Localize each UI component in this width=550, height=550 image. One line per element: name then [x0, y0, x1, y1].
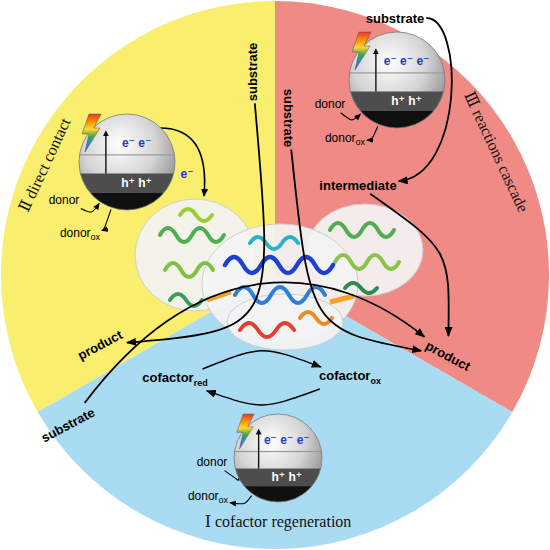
node-text: donor [188, 489, 219, 503]
sector-title: Ⅰ cofactor regeneration [205, 513, 352, 531]
enzyme-ribbons-part [330, 296, 354, 302]
substrate-label: substrate [366, 11, 425, 26]
sphere-shape-part [82, 114, 101, 152]
sphere-shape-part [258, 432, 259, 469]
sphere-shape-part [349, 72, 445, 129]
electron-label: e⁻ [180, 167, 193, 181]
hole-row: h⁺ h⁺ [271, 470, 302, 484]
subscript-text: ox [91, 233, 101, 243]
sphere-shape-part-part [79, 154, 175, 155]
electron-row: e⁻ e⁻ e⁻ [264, 433, 310, 447]
sphere-shape-part [234, 451, 322, 503]
enzyme-ribbons-part [180, 209, 212, 221]
sphere-shape-part [79, 114, 175, 210]
sphere-shape-part [237, 414, 254, 449]
node-text: donor [325, 131, 356, 145]
node-text: cofactor [142, 370, 193, 385]
cofactor-label: cofactorox [319, 368, 381, 389]
sphere-shape-part [375, 51, 376, 91]
node-text: donor [197, 455, 228, 469]
subscript-text: ox [219, 496, 229, 506]
subscript-text: red [194, 377, 208, 387]
photocatalyst-sphere: e⁻ e⁻ e⁻ h⁺ h⁺ [234, 414, 322, 502]
node-text: intermediate [319, 178, 396, 193]
intermediate-label: intermediate [319, 178, 396, 193]
subscript-text: ox [356, 138, 366, 148]
sphere-shape-part-part [79, 174, 175, 193]
cofactor-label: cofactorred [142, 370, 207, 391]
sphere-shape-part-part [79, 193, 175, 211]
node-text: substrate [281, 89, 296, 148]
node-text: substrate [366, 11, 425, 26]
enzyme-ribbons-part [240, 323, 294, 337]
sphere-shape-part-part [349, 92, 445, 111]
donor-label: donor [49, 193, 80, 208]
sphere-shape-part-part [234, 486, 322, 503]
electron-row: e⁻ e⁻ e⁻ [384, 54, 430, 68]
node-text: donor [49, 193, 80, 207]
sphere-shape-part [79, 114, 175, 210]
enzyme-ribbons-part [330, 223, 394, 237]
enzyme-surface-part [227, 294, 343, 350]
enzyme-ribbons-part [250, 237, 298, 249]
substrate-label: substrate [281, 89, 296, 148]
substrate-label: substrate [245, 43, 260, 102]
sphere-shape-part-part [234, 451, 322, 452]
sphere-shape-part-part [349, 111, 445, 129]
sphere-shape [234, 414, 322, 502]
enzyme-ribbons-part [335, 255, 399, 269]
photocatalyst-sphere: e⁻ e⁻ h⁺ h⁺ [79, 114, 175, 210]
oxidized-donor-label: donorox [188, 489, 228, 508]
sphere-shape-part [234, 414, 322, 502]
sphere-shape [79, 114, 175, 210]
sphere-shape-part [352, 32, 371, 70]
enzyme-ribbons-part [345, 283, 377, 293]
node-text: donor [315, 97, 346, 111]
donor-label: donor [315, 97, 346, 112]
sphere-shape-part [234, 414, 322, 502]
node-text: donor [60, 226, 91, 240]
subscript-text: ox [370, 375, 381, 385]
hole-row: h⁺ h⁺ [121, 176, 152, 190]
donor-label: donor [197, 455, 228, 470]
sector-fill [38, 275, 513, 549]
oxidized-donor-label: donorox [325, 131, 365, 150]
enzyme-ribbons-part [160, 228, 224, 242]
sphere-shape-part-part [349, 72, 445, 73]
sphere-shape-part [79, 154, 175, 211]
sphere-shape-part [349, 32, 445, 128]
node-text: cofactor [319, 368, 370, 383]
photocatalyst-sphere: e⁻ e⁻ e⁻ h⁺ h⁺ [349, 32, 445, 128]
node-text: substrate [245, 43, 260, 102]
electron-row: e⁻ e⁻ [122, 136, 151, 150]
sphere-shape-part [105, 133, 106, 173]
oxidized-donor-label: donorox [60, 226, 100, 245]
sphere-shape-part-part [234, 469, 322, 487]
sphere-shape-part [349, 32, 445, 128]
enzyme-ribbons-part [225, 257, 333, 273]
hole-row: h⁺ h⁺ [391, 94, 422, 108]
sphere-shape [349, 32, 445, 128]
enzyme-ribbons-part [165, 263, 213, 277]
